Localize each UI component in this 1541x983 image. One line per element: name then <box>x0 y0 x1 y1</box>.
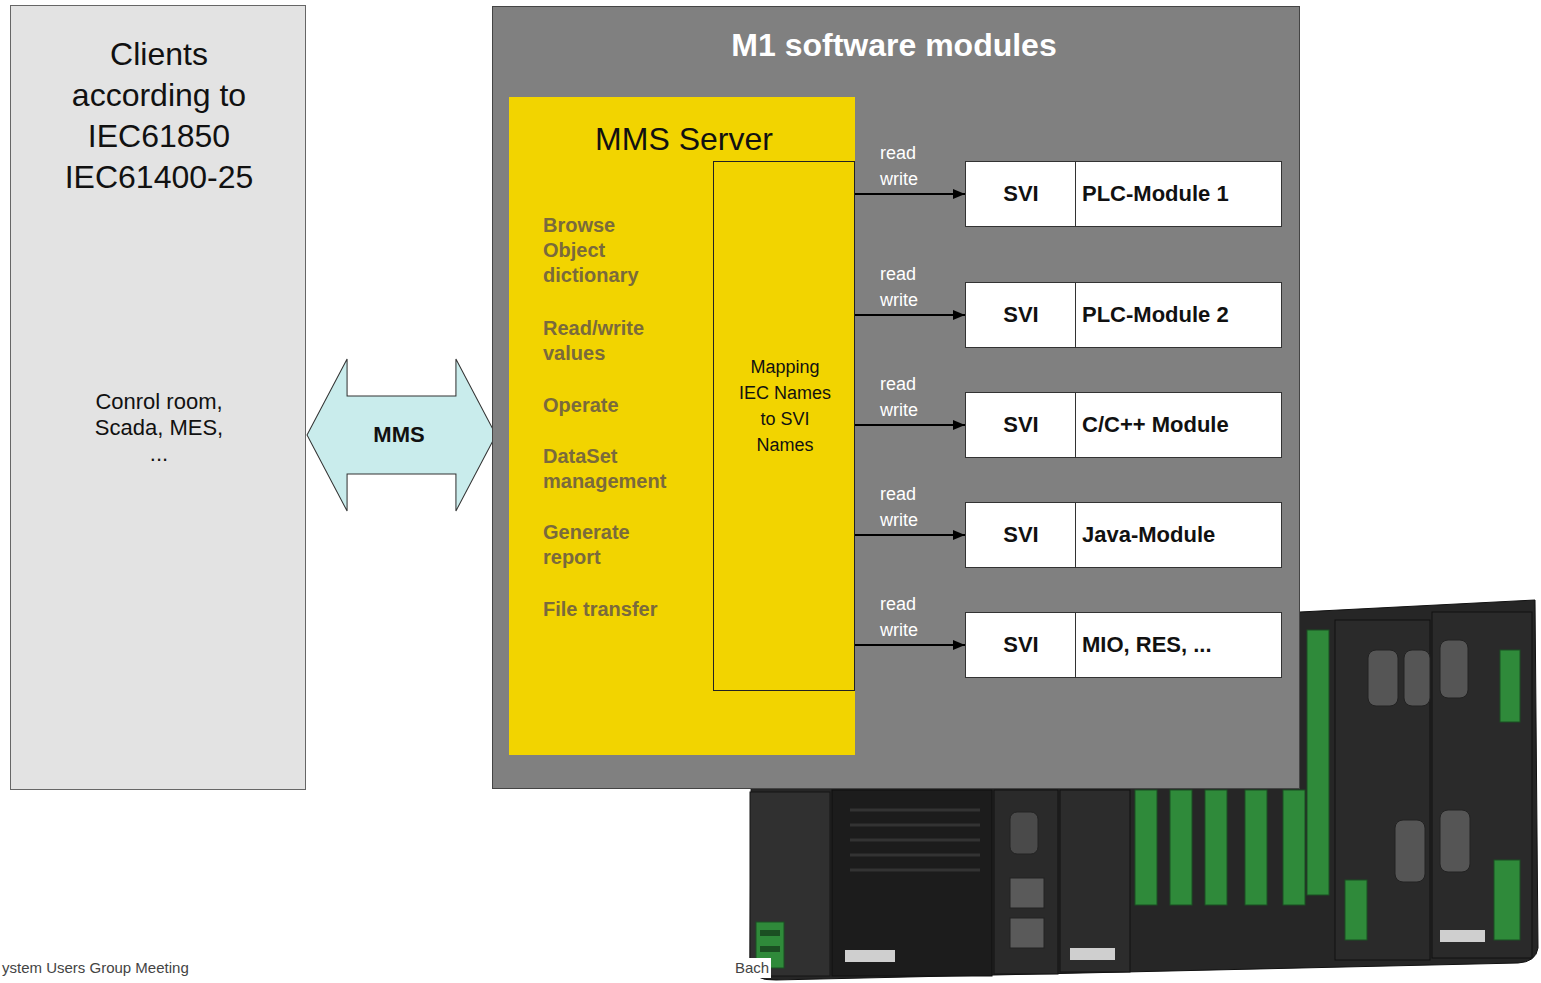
arrow-head <box>953 640 965 650</box>
service-item: DataSet management <box>543 444 673 494</box>
protocol-label-slot: MMS <box>306 421 492 449</box>
module-box: SVIPLC-Module 1 <box>965 161 1282 227</box>
connector-line <box>855 193 965 195</box>
cell-divider <box>1075 393 1076 457</box>
arrow-head <box>953 420 965 430</box>
service-item-slot: Operate <box>543 393 673 418</box>
edge-label: read write <box>880 371 940 423</box>
arrow-head <box>953 530 965 540</box>
connector-line <box>855 424 965 426</box>
protocol-arrow: MMS <box>306 358 497 512</box>
svi-label-slot: SVI <box>966 632 1076 658</box>
service-item-slot: Browse Object dictionary <box>543 213 673 288</box>
server-title: MMS Server <box>559 119 809 159</box>
footer-text-slot: ystem Users Group Meeting <box>2 958 189 978</box>
svi-label: SVI <box>966 181 1076 207</box>
edge-label: read write <box>880 481 940 533</box>
svi-label-slot: SVI <box>966 412 1076 438</box>
edge-label-slot: read write <box>880 140 940 192</box>
edge-label-slot: read write <box>880 261 940 313</box>
service-item: Generate report <box>543 520 673 570</box>
client-box: Clients according to IEC61850 IEC61400-2… <box>10 5 306 790</box>
svi-label-slot: SVI <box>966 302 1076 328</box>
service-item-slot: DataSet management <box>543 444 673 494</box>
svi-label: SVI <box>966 632 1076 658</box>
cell-divider <box>1075 283 1076 347</box>
server-title-slot: MMS Server <box>559 119 809 159</box>
module-name-slot: PLC-Module 1 <box>1082 181 1277 207</box>
module-name-slot: MIO, RES, ... <box>1082 632 1277 658</box>
module-name-slot: C/C++ Module <box>1082 412 1277 438</box>
mapping-box: Mapping IEC Names to SVI Names <box>713 161 855 691</box>
protocol-label: MMS <box>306 421 492 449</box>
footer-text: ystem Users Group Meeting <box>2 958 189 978</box>
module-name-slot: Java-Module <box>1082 522 1277 548</box>
svi-label-slot: SVI <box>966 522 1076 548</box>
service-item: Browse Object dictionary <box>543 213 673 288</box>
mapping-text-slot: Mapping IEC Names to SVI Names <box>737 354 833 458</box>
cell-divider <box>1075 613 1076 677</box>
edge-label-slot: read write <box>880 481 940 533</box>
service-item: File transfer <box>543 597 673 622</box>
svi-label: SVI <box>966 302 1076 328</box>
module-name: PLC-Module 2 <box>1082 302 1277 328</box>
arrow-head <box>953 189 965 199</box>
service-item-slot: File transfer <box>543 597 673 622</box>
edge-label: read write <box>880 591 940 643</box>
svi-label: SVI <box>966 412 1076 438</box>
module-name: Java-Module <box>1082 522 1277 548</box>
module-name: MIO, RES, ... <box>1082 632 1277 658</box>
connector-line <box>855 314 965 316</box>
panel-title-slot: M1 software modules <box>493 25 1295 65</box>
svi-label: SVI <box>966 522 1076 548</box>
footer-text-slot: Bach <box>733 958 771 978</box>
edge-label-slot: read write <box>880 371 940 423</box>
connector-line <box>855 534 965 536</box>
module-box: SVIMIO, RES, ... <box>965 612 1282 678</box>
edge-label-slot: read write <box>880 591 940 643</box>
module-box: SVIPLC-Module 2 <box>965 282 1282 348</box>
service-item-slot: Generate report <box>543 520 673 570</box>
mapping-text: Mapping IEC Names to SVI Names <box>737 354 833 458</box>
service-item: Operate <box>543 393 673 418</box>
client-heading-slot: Clients according to IEC61850 IEC61400-2… <box>61 34 257 198</box>
connector-line <box>855 644 965 646</box>
cell-divider <box>1075 503 1076 567</box>
client-examples-slot: Conrol room, Scada, MES, ... <box>89 389 229 467</box>
module-box: SVIJava-Module <box>965 502 1282 568</box>
service-item-slot: Read/write values <box>543 316 673 366</box>
cell-divider <box>1075 162 1076 226</box>
module-panel: M1 software modulesMMS ServerBrowse Obje… <box>492 6 1300 789</box>
edge-label: read write <box>880 261 940 313</box>
module-name-slot: PLC-Module 2 <box>1082 302 1277 328</box>
client-heading: Clients according to IEC61850 IEC61400-2… <box>61 34 257 198</box>
svi-label-slot: SVI <box>966 181 1076 207</box>
module-box: SVIC/C++ Module <box>965 392 1282 458</box>
footer-text: Bach <box>733 958 771 978</box>
server-box: MMS ServerBrowse Object dictionaryRead/w… <box>509 97 855 755</box>
panel-title: M1 software modules <box>493 25 1295 65</box>
service-item: Read/write values <box>543 316 673 366</box>
edge-label: read write <box>880 140 940 192</box>
client-examples: Conrol room, Scada, MES, ... <box>89 389 229 467</box>
arrow-head <box>953 310 965 320</box>
module-name: C/C++ Module <box>1082 412 1277 438</box>
module-name: PLC-Module 1 <box>1082 181 1277 207</box>
